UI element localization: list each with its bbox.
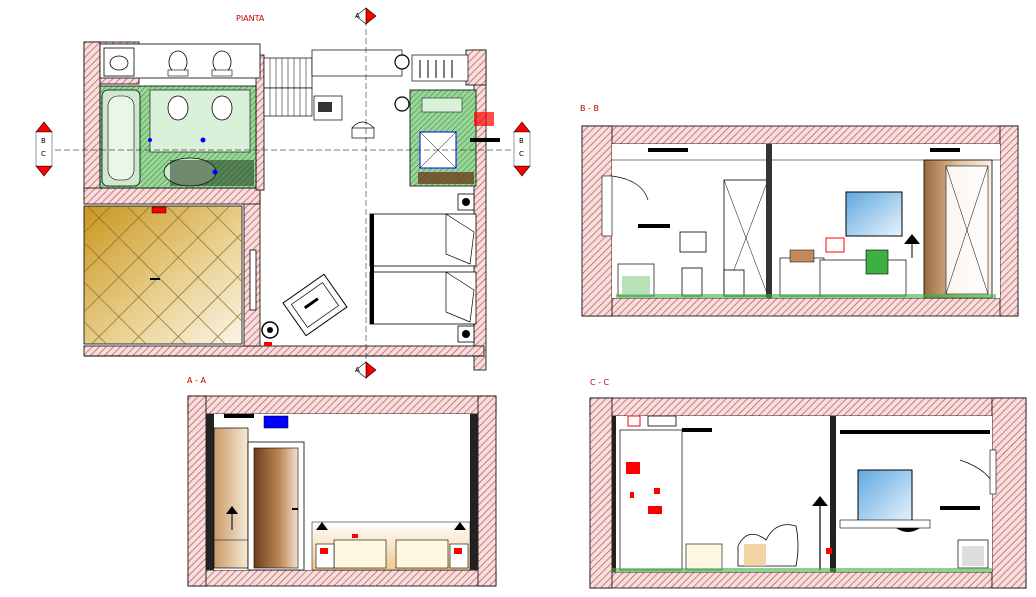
- marker-c-left-label: C: [41, 150, 46, 158]
- marker-b-right-label: B: [519, 137, 524, 145]
- section-marker-right: [513, 121, 531, 177]
- plan-beds: [369, 213, 477, 325]
- plan-wall-mid-horiz: [83, 187, 261, 205]
- floor-plan: [46, 20, 526, 380]
- plan-title: PIANTA: [236, 14, 265, 23]
- aa-wood-door: [253, 447, 299, 569]
- section-aa-title: A - A: [187, 376, 206, 385]
- bb-tv-screen: [845, 191, 903, 237]
- section-marker-a-bottom: [355, 361, 377, 379]
- section-aa: [187, 395, 497, 587]
- plan-bidet-top-icon: [212, 50, 232, 74]
- section-cc-title: C - C: [590, 378, 610, 387]
- plan-wall-top-right: [465, 49, 487, 86]
- plan-toilet-top-icon: [168, 50, 188, 74]
- bb-bidet: [723, 269, 745, 297]
- plan-wall-left: [83, 41, 101, 193]
- plan-stairs: [263, 57, 313, 117]
- section-bb-title: B - B: [580, 104, 599, 113]
- bb-toilet: [681, 267, 703, 297]
- section-marker-a-top: [355, 7, 377, 25]
- section-bb: [581, 125, 1019, 317]
- aa-blue-panel: [263, 415, 289, 429]
- plan-basin-icon: [109, 55, 129, 71]
- marker-c-right-label: C: [519, 150, 524, 158]
- marker-a-bottom-label: A: [355, 366, 360, 374]
- marker-b-left-label: B: [41, 137, 46, 145]
- marker-a-top-label: A: [355, 12, 360, 20]
- cc-tv-screen: [857, 469, 913, 523]
- plan-armchair: [282, 273, 348, 337]
- section-marker-left: [35, 121, 53, 177]
- plan-wall-bottom: [83, 345, 485, 357]
- aa-wardrobe: [213, 427, 249, 569]
- section-cc: [589, 397, 1027, 589]
